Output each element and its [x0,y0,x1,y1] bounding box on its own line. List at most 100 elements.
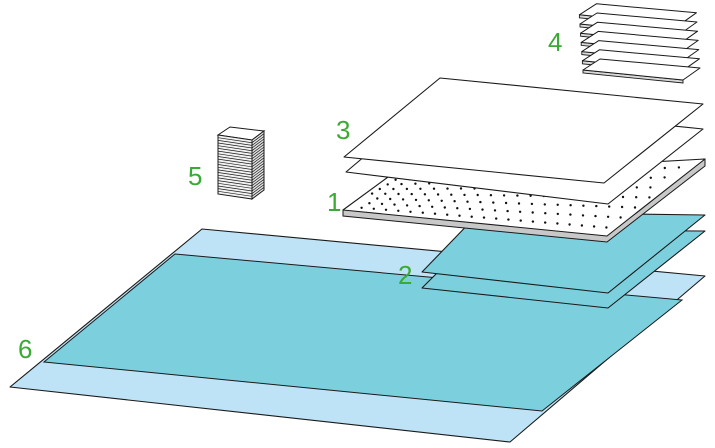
small-stack-layer-line [217,160,265,170]
sheet-dot [450,193,453,196]
sheet-dot [370,192,374,195]
small-stack-layer-line [217,152,265,162]
sheet-dot [405,204,409,207]
small-stack-layer-line [217,136,265,146]
sheet-dot [405,187,409,191]
sheet-dot [582,204,585,207]
sheet-dot [414,182,417,185]
sheet-dot [393,203,396,206]
small-stack-layer-line [217,170,265,181]
small-stack-layer-line [217,181,265,192]
item-4-card-stack [578,3,701,84]
label-1: 1 [327,187,341,217]
sheet-dot [649,176,652,179]
sheet-dot [529,194,532,197]
sheet-dot [649,186,652,189]
sheet-dot [569,204,572,207]
sheet-dot [556,222,559,225]
sheet-dot [453,200,456,203]
sheet-dot [493,209,497,212]
card [582,58,701,81]
sheet-dot [516,194,519,197]
sheet-dot [518,210,522,213]
sheet-dot [495,217,498,220]
sheet-dot [581,214,585,217]
sheet-dot [663,176,666,179]
small-stack-layer-line [217,133,265,144]
sheet-dot [556,212,559,216]
label-6: 6 [18,334,32,364]
sheet-dot [531,211,534,214]
small-stack-layer-line [217,154,265,165]
sheet-dot [427,199,430,202]
small-stack-layer-line [217,184,265,194]
sheet-dot [479,200,482,204]
sheet-dot [663,166,666,170]
item-2-towels [421,211,706,309]
label-2: 2 [398,260,412,290]
sheet-dot [386,183,389,186]
sheet-dot [619,216,622,219]
sheet-dot [423,193,427,196]
sheet-dot [360,206,363,209]
small-stack-layer-line [217,162,265,173]
sheet-dot [418,204,421,208]
sheet-dot [409,210,412,213]
sheet-dot [384,208,388,211]
sheet-dot [481,208,484,211]
sheet-dot [431,205,434,208]
sheet-dot [556,203,559,206]
item-3-sheets [343,77,704,205]
sheet-dot [544,212,547,215]
sheet-dot [368,202,371,205]
small-stack-layer-line [217,141,265,152]
sheet-dot [605,226,608,229]
small-stack-layer-line [217,179,265,189]
sheet-dot [389,197,392,201]
item-5-small-stack [216,126,266,200]
sheet-dot [459,187,463,190]
sheet-dot [648,196,651,199]
small-stack-layer-line [217,165,265,176]
sheet-dot [635,186,638,189]
sheet-dot [419,187,422,190]
sheet-dot [410,192,413,196]
sheet-dot [568,223,571,226]
sheet-dot [470,215,473,218]
small-stack-layer-line [217,144,265,154]
label-4: 4 [548,27,562,57]
sheet-dot [401,198,405,201]
sheet-dot [468,207,472,211]
sheet-dot [635,196,638,199]
item-labels: 1 2 3 4 5 6 [18,27,562,364]
sheet-dot [489,194,493,197]
sheet-dot [392,187,395,191]
sheet-dot [543,203,546,206]
sheet-dot [592,225,596,228]
sheet-dot [507,218,510,221]
towel-upper [421,211,706,294]
sheet-dot [380,202,384,206]
sheet-dot [502,194,506,197]
sheet-dot [446,187,449,190]
sheet-dot [376,197,379,200]
small-stack-layer-line [217,146,265,157]
sheet-dot [492,201,495,204]
sheet-dot [594,214,597,218]
sheet-dot [443,206,446,209]
sheet-dot [504,201,508,205]
sheet-dot [677,166,681,169]
sheet-dot [436,193,440,196]
sheet-dot [428,182,431,185]
sheet-dot [397,209,400,212]
sheet-dot [378,187,381,191]
sheet-dot [531,220,535,223]
sheet-dot [517,202,521,205]
sheet-upper [343,77,704,184]
sheet-dot [458,214,461,217]
label-3: 3 [336,115,350,145]
sheet-dot [440,199,443,202]
sheet-dot [595,204,598,208]
sheet-dot [433,212,437,215]
